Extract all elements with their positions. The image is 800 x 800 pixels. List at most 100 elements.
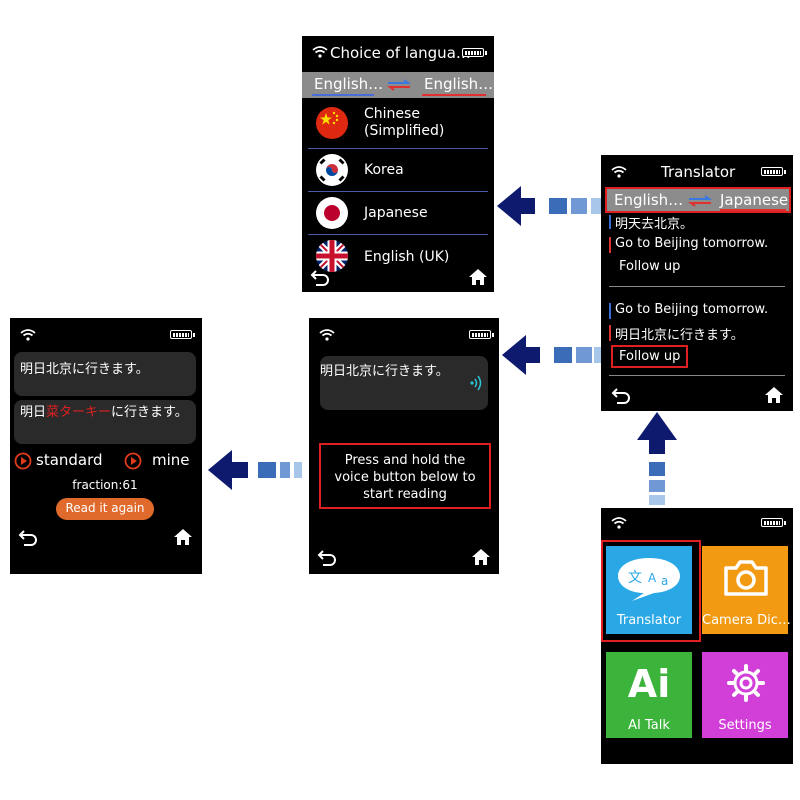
source-language[interactable]: English… [314, 75, 384, 93]
arrow-segment [232, 462, 248, 478]
target-marker [609, 325, 611, 341]
app-tile-camera-dictionary[interactable]: Camera Dic… [702, 546, 791, 634]
language-label: English (UK) [364, 249, 450, 265]
arrow-head [637, 412, 677, 440]
back-icon[interactable] [317, 548, 339, 566]
app-label[interactable]: Settings [718, 718, 772, 733]
wifi-icon [319, 329, 335, 341]
arrow-segment [521, 198, 535, 214]
follow-up-button[interactable]: Follow up [611, 345, 689, 368]
wifi-icon [611, 166, 627, 178]
app-label[interactable]: Translator [616, 613, 682, 628]
source-language[interactable]: English… [614, 191, 684, 209]
language-item-japanese[interactable]: Japanese [302, 192, 494, 234]
divider [308, 234, 488, 235]
source-sentence: 明天去北京。 [615, 217, 694, 232]
sound-wave-icon[interactable] [470, 374, 484, 392]
arrow-segment [649, 462, 665, 476]
swap-icon[interactable] [687, 195, 713, 207]
swap-icon[interactable] [386, 79, 412, 91]
svg-text:文: 文 [628, 570, 642, 586]
translator-tile-highlight [601, 540, 701, 642]
divider [308, 148, 488, 149]
app-label[interactable]: Camera Dic… [702, 613, 791, 628]
arrow-segment [649, 440, 665, 454]
arrow-head [497, 186, 521, 226]
score-text: fraction:61 [72, 478, 138, 492]
reading-record-screen: 明日北京に行きます。 Press and hold the voice butt… [309, 318, 499, 574]
battery-icon [761, 518, 786, 527]
practice-sentence: 明日北京に行きます。 [320, 364, 449, 379]
wifi-icon [611, 517, 627, 529]
home-icon[interactable] [173, 528, 193, 546]
mine-label[interactable]: mine [152, 451, 190, 469]
arrow-segment [591, 198, 601, 214]
arrow-segment [576, 347, 592, 363]
app-tile-settings[interactable]: Settings [702, 652, 788, 738]
divider [308, 191, 488, 192]
home-icon[interactable] [468, 268, 488, 286]
wifi-icon [20, 329, 36, 341]
back-icon[interactable] [310, 268, 332, 286]
uk-flag-icon [316, 240, 348, 272]
battery-icon [761, 167, 786, 176]
arrow-segment [594, 347, 601, 363]
language-item-chinese[interactable]: Chinese (Simplified) [302, 98, 494, 148]
app-tile-ai-talk[interactable]: Ai AI Talk [606, 652, 692, 738]
arrow-segment [549, 198, 567, 214]
arrow-segment [294, 462, 302, 478]
arrow-segment [554, 347, 572, 363]
read-again-label[interactable]: Read it again [65, 501, 145, 515]
language-label: Korea [364, 162, 404, 178]
instruction-text: Press and hold the voice button below to… [334, 453, 476, 502]
reading-result-screen: 明日北京に行きます。 明日菜ターキーに行きます。 standard mine f… [10, 318, 202, 574]
target-underline [422, 94, 486, 96]
gear-icon [727, 664, 765, 702]
language-pair-bar[interactable]: English… English… [302, 72, 494, 98]
language-label: Japanese [364, 205, 428, 221]
read-again-button[interactable]: Read it again [56, 498, 154, 520]
home-icon[interactable] [764, 386, 784, 404]
target-underline [720, 209, 786, 211]
source-marker [609, 215, 611, 229]
spoken-card: 明日菜ターキーに行きます。 [14, 400, 196, 444]
language-label: Chinese (Simplified) [364, 106, 445, 139]
translator-screen: Translator English… Japanese 明天去北京。 Go t… [601, 155, 793, 411]
follow-up-button[interactable]: Follow up [619, 259, 681, 274]
target-language[interactable]: Japanese [720, 191, 789, 209]
arrow-segment [649, 495, 665, 505]
language-item-english-uk[interactable]: English (UK) [302, 235, 494, 277]
app-label[interactable]: AI Talk [628, 718, 670, 733]
spoken-error-part: 菜ターキー [46, 405, 112, 420]
sentence-card: 明日北京に行きます。 [320, 356, 488, 410]
back-icon[interactable] [611, 386, 633, 404]
arrow-segment [571, 198, 587, 214]
instruction-box: Press and hold the voice button below to… [319, 443, 491, 509]
language-item-korea[interactable]: Korea [302, 149, 494, 191]
spoken-correct-part: 明日 [20, 405, 47, 420]
screen-title: Choice of langua… [330, 44, 471, 62]
source-marker [609, 303, 611, 319]
home-icon[interactable] [471, 548, 491, 566]
japan-flag-icon [316, 197, 348, 229]
reference-sentence: 明日北京に行きます。 [20, 362, 149, 377]
translate-bubble-icon: 文 A a [618, 558, 680, 601]
korea-flag-icon [316, 154, 348, 186]
back-icon[interactable] [18, 528, 40, 546]
app-tile-translator[interactable]: 文 A a Translator [606, 546, 692, 634]
target-marker [609, 237, 611, 253]
arrow-head [502, 335, 526, 375]
arrow-segment [280, 462, 290, 478]
target-language[interactable]: English… [424, 75, 494, 93]
battery-icon [462, 48, 487, 57]
wifi-icon [312, 46, 328, 58]
spoken-correct-part: に行きます。 [111, 405, 188, 420]
language-selection-screen: Choice of langua… English… English… Chin… [302, 36, 494, 292]
battery-icon [469, 330, 494, 339]
home-screen: 文 A a Translator Camera Dic… Ai AI Talk [601, 508, 793, 764]
play-icon[interactable] [14, 452, 32, 470]
standard-label[interactable]: standard [36, 451, 103, 469]
arrow-segment [649, 480, 665, 492]
language-pair-bar[interactable]: English… Japanese [605, 187, 791, 213]
play-icon[interactable] [124, 452, 142, 470]
